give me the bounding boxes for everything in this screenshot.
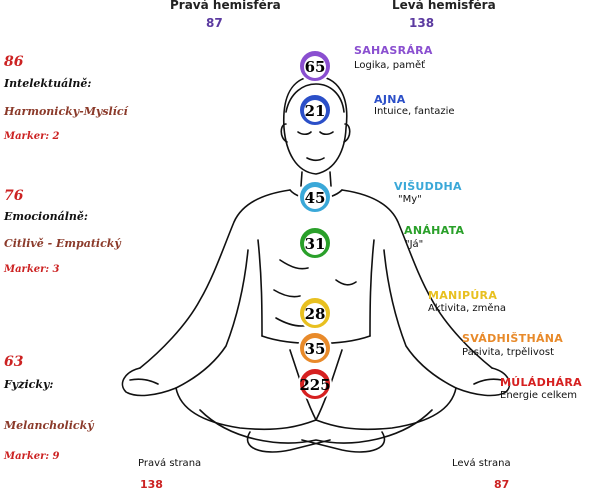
- ajna-value: 21: [305, 102, 326, 120]
- physical-title: Fyzicky:: [4, 378, 54, 391]
- svadhisthana-chakra: 35: [298, 331, 332, 365]
- anahata-chakra: 31: [298, 226, 332, 260]
- muladhara-name: MÚLÁDHÁRA: [500, 376, 582, 389]
- visuddha-value: 45: [305, 189, 326, 207]
- left-hemisphere-value: 138: [409, 16, 435, 30]
- ajna-chakra: 21: [298, 93, 332, 127]
- svadhisthana-value: 35: [305, 340, 326, 358]
- ajna-desc: Intuice, fantazie: [374, 106, 455, 117]
- left-hemisphere-label: Levá hemisféra: [392, 0, 496, 12]
- muladhara-chakra: 225: [298, 367, 332, 401]
- emotional-title: Emocionálně:: [4, 210, 88, 223]
- physical-number: 63: [4, 354, 24, 370]
- anahata-name: ANÁHATA: [404, 224, 465, 237]
- ajna-name: AJNA: [374, 93, 406, 106]
- visuddha-name: VIŠUDDHA: [394, 180, 462, 193]
- emotional-marker: Marker: 3: [4, 264, 60, 275]
- physical-marker: Marker: 9: [4, 451, 60, 462]
- visuddha-desc: "My": [398, 194, 422, 205]
- left-side-value: 87: [494, 478, 510, 491]
- left-side-label: Levá strana: [452, 458, 511, 469]
- intellectual-title: Intelektuálně:: [4, 77, 92, 90]
- manipura-chakra: 28: [298, 296, 332, 330]
- anahata-value: 31: [305, 235, 326, 253]
- physical-type: Melancholický: [4, 419, 94, 432]
- sahasrara-desc: Logika, paměť: [354, 60, 426, 71]
- manipura-desc: Aktivita, změna: [428, 303, 507, 314]
- muladhara-desc: Energie celkem: [500, 390, 577, 401]
- manipura-value: 28: [305, 305, 326, 323]
- intellectual-number: 86: [4, 54, 24, 70]
- emotional-number: 76: [4, 188, 24, 204]
- intellectual-marker: Marker: 2: [4, 131, 60, 142]
- sahasrara-name: SAHASRÁRA: [354, 44, 433, 57]
- right-hemisphere-value: 87: [206, 16, 223, 30]
- svadhisthana-name: SVÁDHIŠTHÁNA: [462, 332, 564, 345]
- muladhara-value: 225: [299, 376, 330, 394]
- manipura-name: MANIPÚRA: [428, 289, 498, 302]
- right-hemisphere-label: Pravá hemisféra: [170, 0, 281, 12]
- emotional-type: Citlivě - Empatický: [4, 237, 121, 250]
- intellectual-type: Harmonicky-Myslící: [4, 105, 128, 118]
- sahasrara-chakra: 65: [298, 49, 332, 83]
- right-side-value: 138: [140, 478, 163, 491]
- anahata-desc: "Já": [405, 239, 424, 250]
- right-side-label: Pravá strana: [138, 458, 202, 469]
- sahasrara-value: 65: [305, 58, 326, 76]
- svadhisthana-desc: Pasivita, trpělivost: [462, 347, 555, 358]
- visuddha-chakra: 45: [298, 180, 332, 214]
